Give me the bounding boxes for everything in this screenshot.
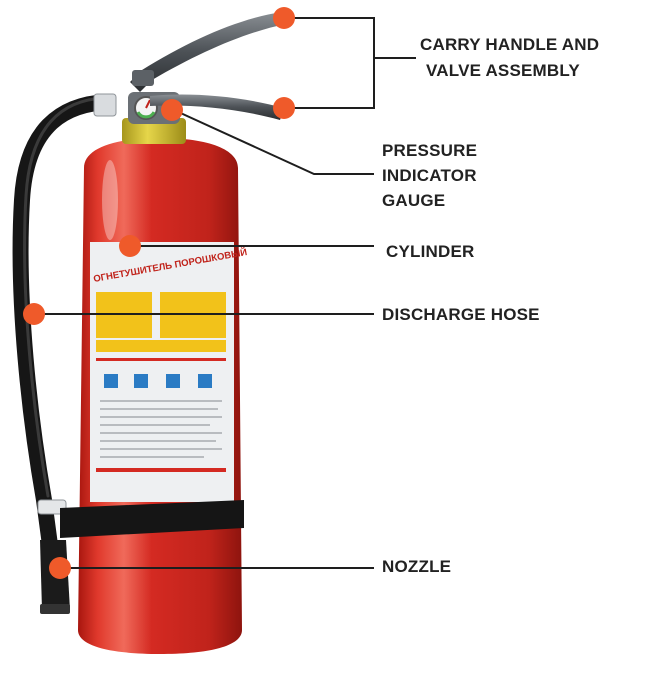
leader-carry-handle xyxy=(284,17,375,109)
dot-cylinder xyxy=(119,235,141,257)
valve-neck xyxy=(122,118,186,144)
cylinder-shine xyxy=(102,160,118,240)
hose-clip xyxy=(37,499,67,515)
dot-discharge-hose xyxy=(23,303,45,325)
carry-handle-lower xyxy=(150,94,284,120)
label-carry-handle-line-2: VALVE ASSEMBLY xyxy=(426,61,580,80)
label-red-footer xyxy=(96,468,226,472)
product-label: ОГНЕТУШИТЕЛЬ ПОРОШКОВЫЙ xyxy=(90,242,248,502)
dot-carry-handle-upper xyxy=(273,7,295,29)
label-blue-square-3 xyxy=(166,374,180,388)
callout-labels: CARRY HANDLE AND VALVE ASSEMBLY PRESSURE… xyxy=(382,35,599,576)
label-pressure-line-3: GAUGE xyxy=(382,191,445,210)
carry-handle-upper xyxy=(130,12,286,92)
leader-lines xyxy=(34,17,416,569)
label-cylinder: CYLINDER xyxy=(386,242,475,261)
mounting-strap xyxy=(60,500,244,538)
callout-dots xyxy=(23,7,295,579)
handle-pin xyxy=(132,70,154,86)
label-pressure-line-1: PRESSURE xyxy=(382,141,477,160)
label-discharge-hose: DISCHARGE HOSE xyxy=(382,305,540,324)
leader-pressure-gauge xyxy=(173,109,374,175)
hose-highlight xyxy=(23,96,106,498)
dot-pressure-gauge xyxy=(161,99,183,121)
label-blue-square-2 xyxy=(134,374,148,388)
dot-nozzle xyxy=(49,557,71,579)
label-panel xyxy=(90,242,234,502)
dot-carry-handle-lower xyxy=(273,97,295,119)
label-carry-handle-line-1: CARRY HANDLE AND xyxy=(420,35,599,54)
nozzle-cap xyxy=(40,604,70,614)
label-red-rule xyxy=(96,358,226,361)
label-pressure-line-2: INDICATOR xyxy=(382,166,477,185)
hose-collar xyxy=(93,93,117,117)
label-blue-square-4 xyxy=(198,374,212,388)
label-nozzle: NOZZLE xyxy=(382,557,451,576)
gauge-needle xyxy=(145,99,151,109)
label-fine-print xyxy=(100,400,222,458)
extinguisher: ОГНЕТУШИТЕЛЬ ПОРОШКОВЫЙ xyxy=(12,12,286,654)
label-yellow-band xyxy=(96,340,226,352)
discharge-hose-tube xyxy=(12,94,116,568)
label-blue-square-1 xyxy=(104,374,118,388)
gauge-green-zone xyxy=(136,111,156,119)
